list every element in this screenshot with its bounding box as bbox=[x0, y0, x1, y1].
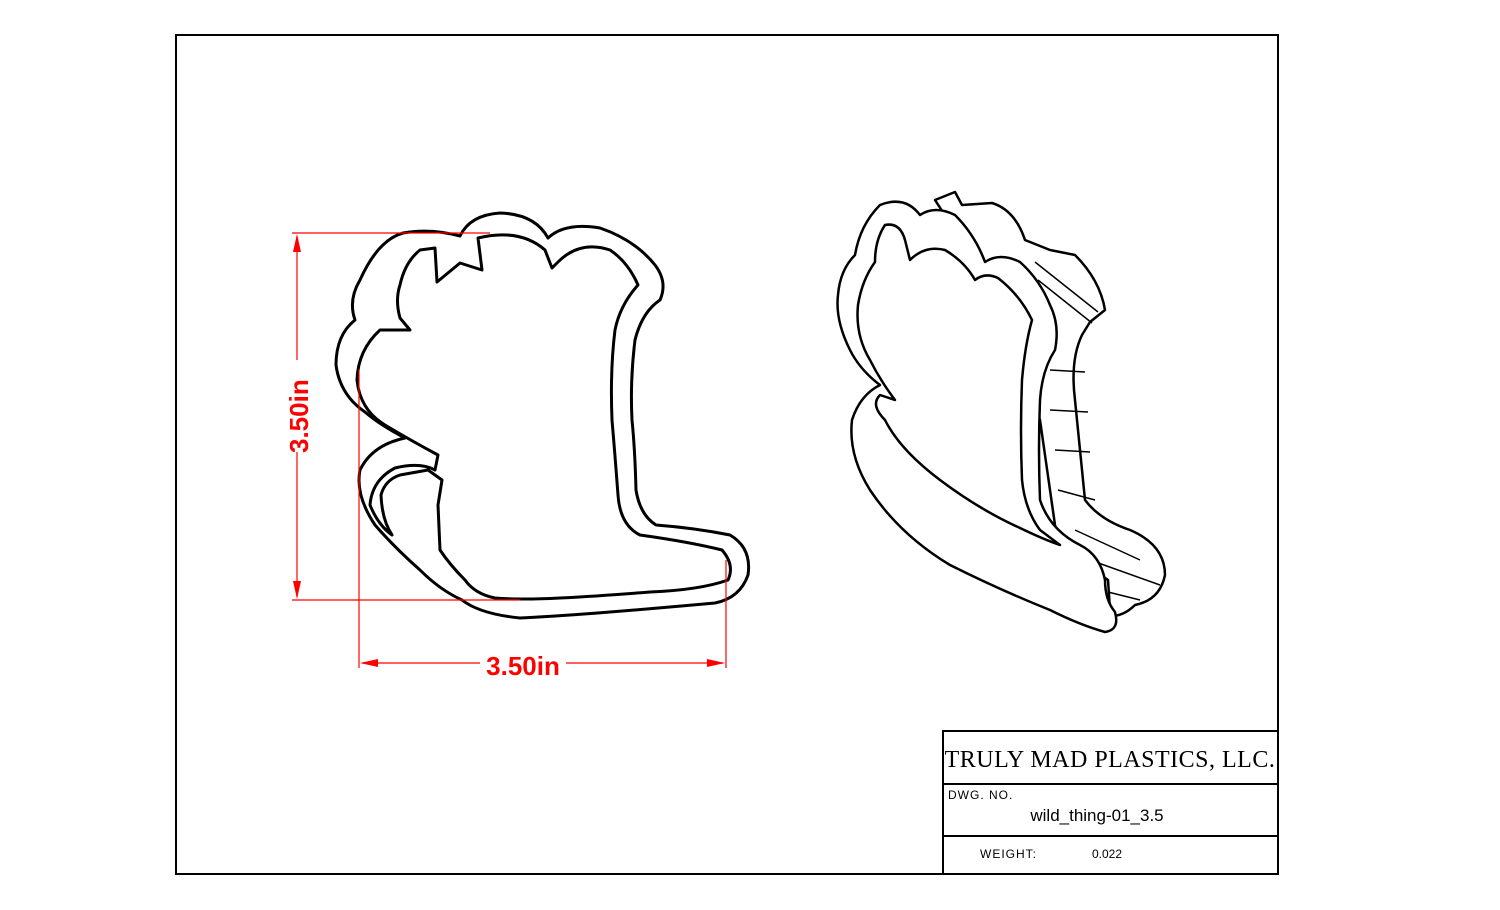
front-view-inner-outline bbox=[355, 233, 732, 601]
width-arrow-right bbox=[707, 659, 725, 667]
height-label-backing bbox=[284, 360, 312, 452]
company-name: TRULY MAD PLASTICS, LLC. bbox=[945, 747, 1276, 773]
dwg-no-value: wild_thing-01_3.5 bbox=[1029, 806, 1163, 825]
sheet-border bbox=[175, 34, 1279, 875]
weight-label: WEIGHT: bbox=[980, 847, 1037, 861]
iso-back-wall bbox=[933, 190, 1167, 618]
front-view-outer-outline bbox=[334, 211, 751, 620]
width-dimension-label: 3.50in bbox=[486, 651, 560, 681]
front-view bbox=[334, 211, 751, 620]
width-arrow-left bbox=[360, 659, 378, 667]
title-block-frame bbox=[942, 730, 1279, 875]
iso-front-inner-outline bbox=[856, 223, 1062, 547]
height-dimension: 3.50in bbox=[284, 232, 520, 601]
title-block: TRULY MAD PLASTICS, LLC. DWG. NO. wild_t… bbox=[942, 730, 1279, 875]
width-label-backing bbox=[480, 650, 566, 676]
height-arrow-bottom bbox=[293, 581, 301, 599]
height-arrow-top bbox=[293, 234, 301, 252]
weight-value: 0.022 bbox=[1092, 847, 1122, 861]
iso-back-wall-ridges bbox=[1034, 261, 1161, 601]
width-dimension: 3.50in bbox=[358, 370, 727, 681]
isometric-view bbox=[836, 190, 1167, 634]
height-dimension-label: 3.50in bbox=[284, 379, 314, 453]
dwg-no-label: DWG. NO. bbox=[948, 788, 1013, 802]
